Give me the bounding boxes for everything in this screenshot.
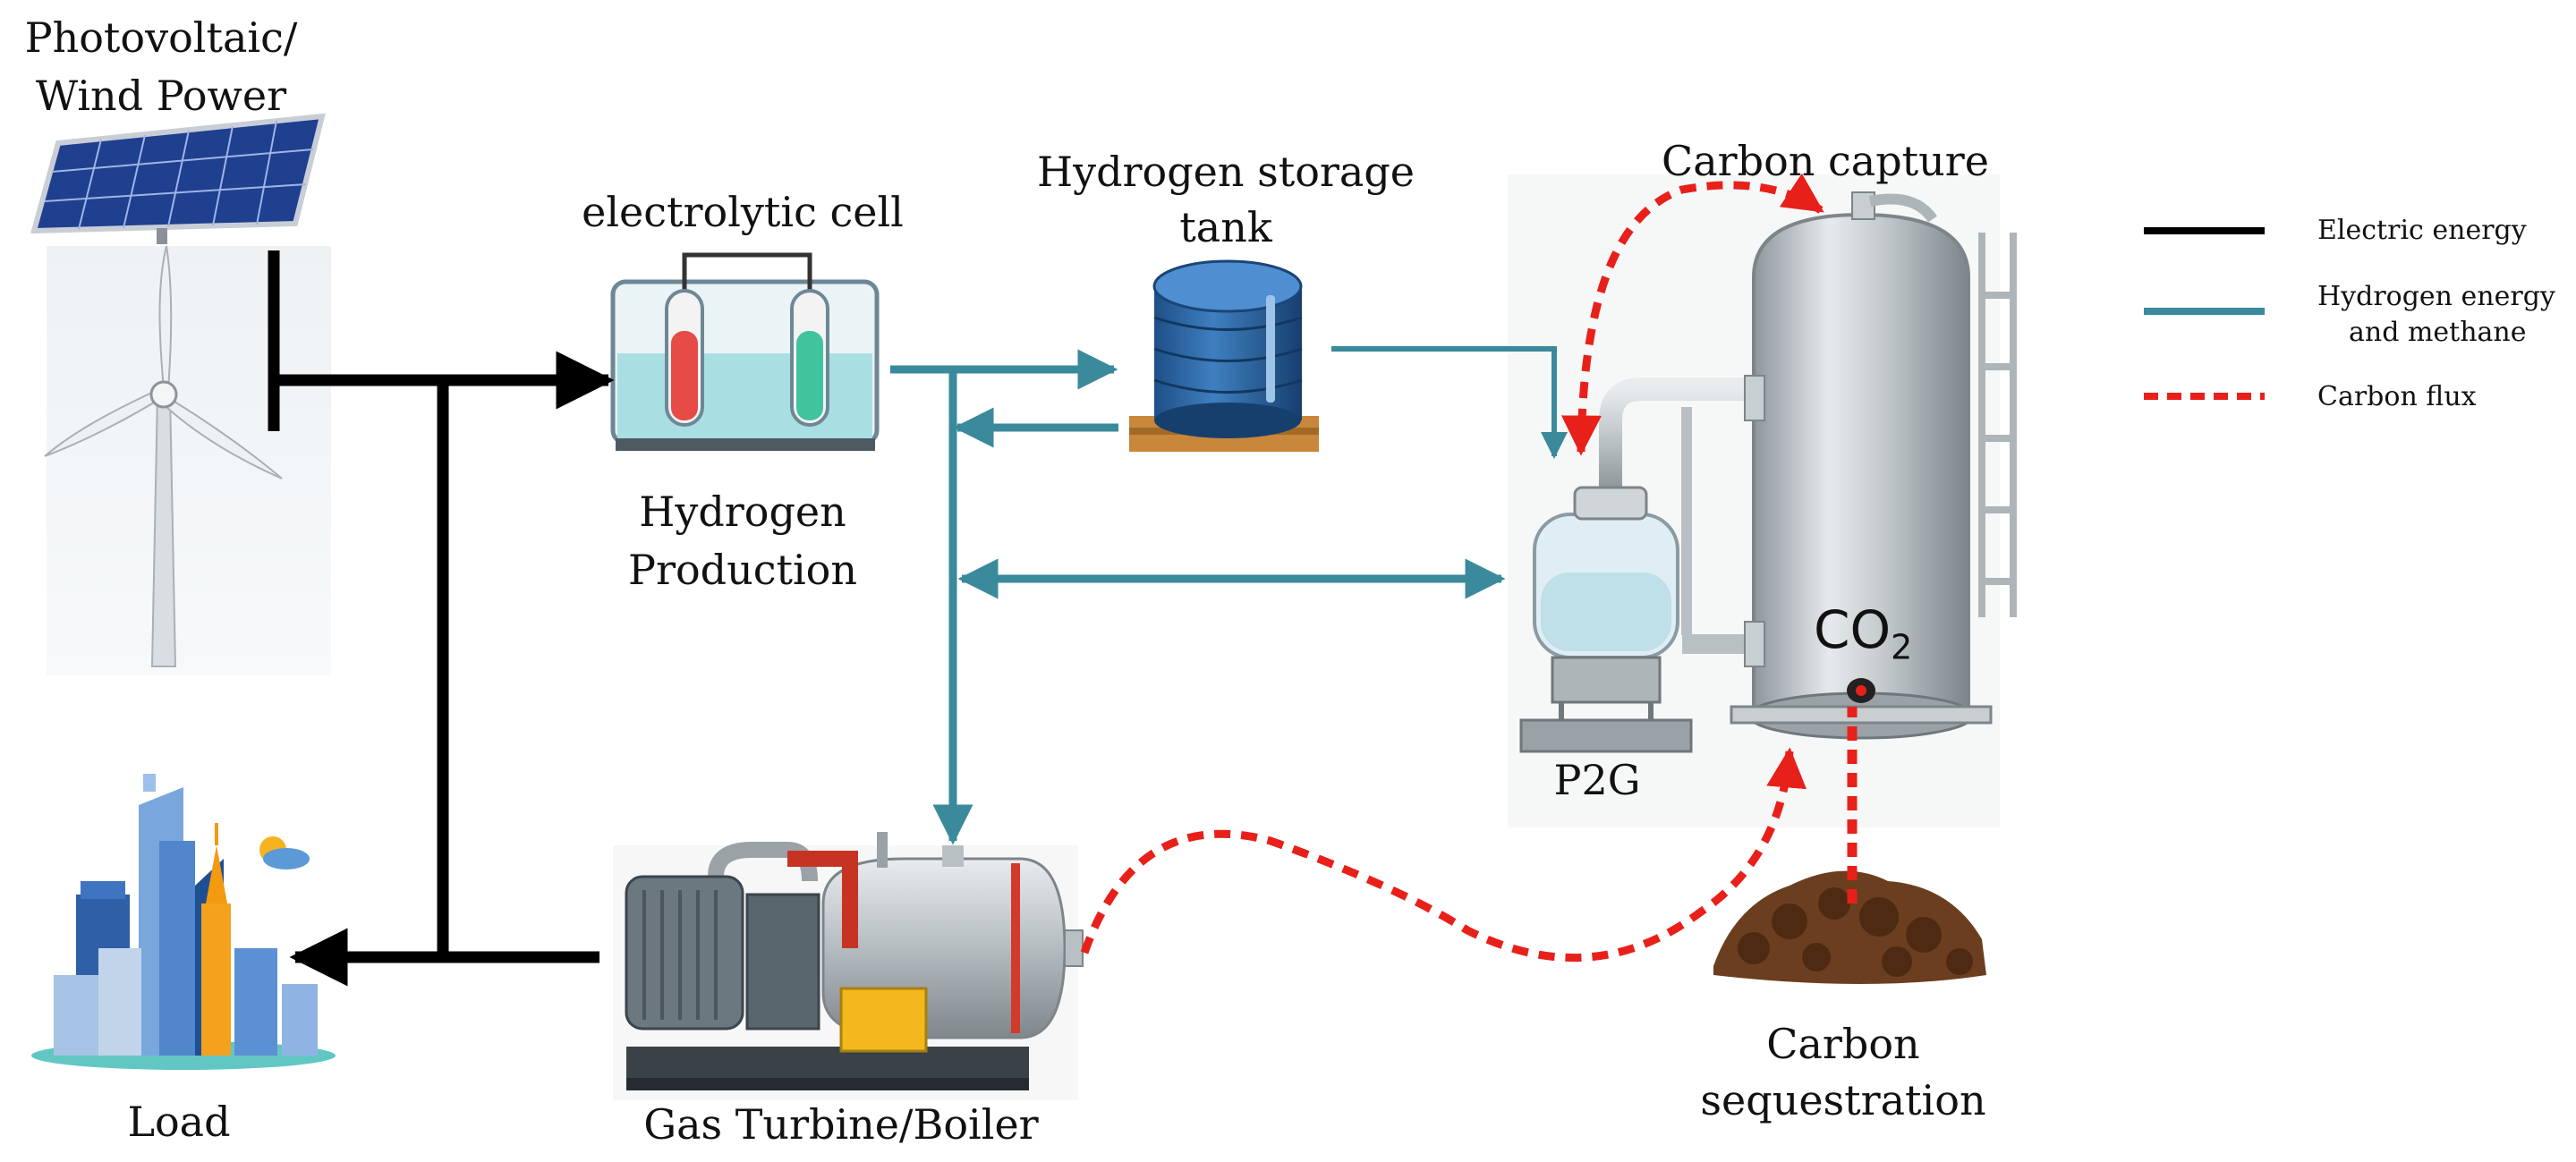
city-load-icon (31, 774, 336, 1070)
gas-turbine-label: Gas Turbine/Boiler (643, 1100, 1039, 1149)
hydrogen-storage-label-line2: tank (1179, 203, 1272, 251)
electrolytic-cell-icon (610, 252, 880, 451)
carbon-sequestration-soil-icon (1713, 870, 1986, 984)
pv-wind-label-line1: Photovoltaic/ (24, 13, 298, 62)
legend-electric-label: Electric energy (2317, 215, 2527, 246)
hydrogen-production-label-line2: Production (628, 546, 857, 594)
load-label: Load (127, 1098, 231, 1146)
electrolytic-cell-label: electrolytic cell (582, 188, 904, 236)
hydrogen-storage-tank-icon (1129, 259, 1319, 452)
legend-carbon-label: Carbon flux (2317, 381, 2477, 412)
pv-wind-label-line2: Wind Power (35, 72, 287, 120)
carbon-sequestration-label-line2: sequestration (1700, 1076, 1986, 1124)
legend (2144, 227, 2265, 400)
legend-hydrogen-label-line2: and methane (2349, 317, 2527, 348)
wind-turbine-icon (44, 245, 331, 675)
electric-energy-flows (268, 250, 615, 987)
p2g-label: P2G (1553, 756, 1641, 804)
hydrogen-production-label-line1: Hydrogen (639, 488, 846, 536)
hydrogen-storage-label-line1: Hydrogen storage (1036, 148, 1416, 196)
gas-turbine-boiler-icon (613, 832, 1084, 1100)
hydrogen-methane-flows (890, 346, 1568, 845)
carbon-flux-flows (1080, 173, 1858, 963)
carbon-capture-label: Carbon capture (1662, 137, 1989, 185)
co2-label: CO2 (1814, 599, 1913, 667)
carbon-sequestration-label-line1: Carbon (1766, 1020, 1920, 1068)
solar-panel-icon (30, 113, 326, 244)
legend-hydrogen-label-line1: Hydrogen energy (2317, 281, 2555, 312)
